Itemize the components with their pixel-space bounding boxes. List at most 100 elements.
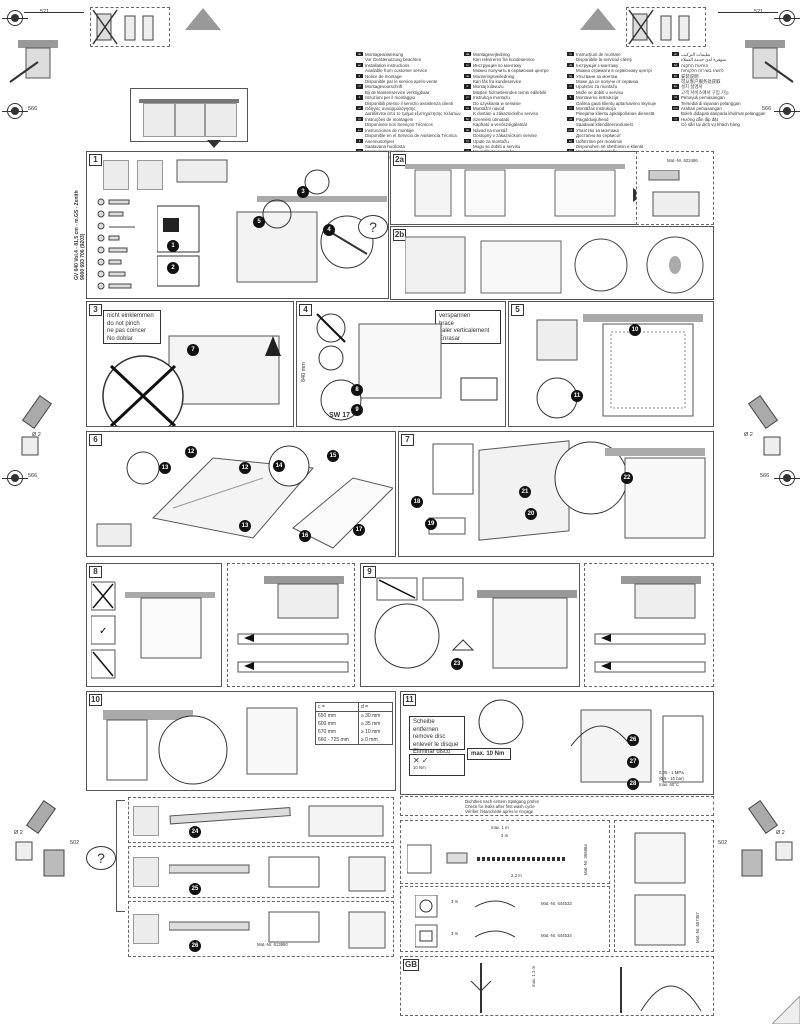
language-text: Do uzyskania w serwisie (473, 100, 521, 106)
gap-table: c = d = 650 mm≥ 30 mm 600 mm≥ 35 mm 670 … (315, 702, 393, 745)
language-entry: Kan rekvireres fra kundeservice (464, 57, 574, 62)
language-code: ru (464, 62, 471, 68)
language-text: להשיג בשירות הלקוחות (681, 68, 724, 74)
registration-mark (2, 10, 28, 26)
dim-label: 566 (28, 473, 38, 479)
language-text: Istruzioni per il montaggio (365, 95, 416, 101)
step-number: 1 (89, 154, 102, 166)
language-text: Uputstvo za montažu (576, 84, 618, 90)
side-view-drawing (246, 707, 298, 775)
step-number: 7 (401, 434, 414, 446)
variant-1: 24 (128, 797, 394, 843)
language-text: Návod na montáž (473, 127, 508, 133)
language-text: Kan fås fra kundeservice (473, 79, 522, 85)
registration-mark (2, 103, 28, 119)
language-code: hu (464, 116, 471, 122)
language-text: Disponible par le service après-vente (365, 79, 438, 85)
step-number: 3 (89, 304, 102, 316)
variant-2: 25 (128, 846, 394, 898)
language-code: vi (672, 116, 679, 122)
mat-nr-label: Mat.-Nr. 622486 (667, 158, 698, 163)
registration-mark (774, 470, 800, 486)
power-cord-panel: 3 m 3 m Mat.-Nr. 644533 Mat.-Nr. 644534 (400, 886, 610, 952)
page-curl-icon (772, 996, 800, 1024)
language-entry: متوفرة لدى خدمة العملاء (672, 57, 772, 62)
step-9-panel: 9 23 (360, 563, 580, 687)
registration-mark (2, 470, 28, 486)
diameter-label: Ø 2 (744, 432, 753, 438)
language-entry: Pieejama klientu apkalpošanas dienestā (567, 111, 677, 116)
cabinet-marking-icon (9, 40, 58, 83)
language-text: Udhëzime për montimin (576, 138, 623, 144)
side-panel-detail: Mat.-Nr. 657357 (614, 820, 714, 952)
language-entry: Можна отримати в сервісному центрі (567, 68, 677, 73)
language-text: Можна отримати в сервісному центрі (576, 68, 652, 74)
hose-length-panel: max. 1 m 3 m 2,2 m Mat.-Nr. 355884 (400, 820, 610, 884)
overview-image (130, 88, 248, 142)
socket-drawing (415, 895, 516, 948)
step-1-panel: 1 3 4 5 1 2 (86, 151, 389, 299)
height-label: 840 mm (301, 362, 307, 382)
language-text: Mogu se dobiti u servisu (473, 143, 521, 149)
language-text: Упътване за монтаж (576, 73, 618, 79)
language-text: Monteringsveiledning (473, 73, 515, 79)
side-panel-drawing (634, 832, 686, 946)
language-code: mk (567, 127, 574, 133)
detail-drawing (237, 576, 349, 673)
language-code: zh (672, 73, 679, 79)
diameter-label: Ø 2 (32, 432, 41, 438)
language-text: Διατίθενται από το τμήμα εξυπηρέτησης πε… (365, 111, 461, 117)
variant-drawing (169, 911, 386, 949)
language-entry: Bij de klantenservice verkrijgbaar (356, 90, 466, 95)
step-number: 10 (89, 694, 102, 706)
language-entry: Available from customer service (356, 68, 466, 73)
language-text: Pieejama klientu apkalpošanas dienestā (576, 111, 655, 117)
language-text: Montageanweisung (365, 52, 404, 57)
top-right-illustration (626, 7, 706, 47)
language-code: cs (464, 106, 471, 111)
diameter-label: Ø 2 (14, 830, 23, 836)
language-entry: Може да се получи от сервиза (567, 79, 677, 84)
cabinet-marking-icon (745, 40, 794, 83)
drill-icon (15, 800, 65, 877)
language-entry: Mogu se dobiti u servisu (464, 144, 574, 149)
dim-line (718, 12, 778, 13)
language-text: 可从客户服务处获取 (681, 79, 721, 85)
language-text: Dostupný v zákazníckom servise (473, 133, 537, 139)
up-arrow-icon (580, 8, 616, 30)
language-code: sq (567, 138, 574, 143)
language-code: en (356, 62, 363, 68)
variant-drawing (169, 805, 384, 837)
language-code: sk (464, 127, 471, 133)
side-code: GV 640 Vol.4 - 81,5 cm - m.GS - Zenith 9… (74, 190, 86, 280)
language-text: Có sẵn tại dịch vụ khách hàng (681, 122, 740, 128)
language-text: Kan rekvireres fra kundeservice (473, 57, 535, 63)
language-text: Instruções de montagem (365, 116, 414, 122)
step-number: 6 (89, 434, 102, 446)
leak-check-strip: Dichtheit nach erstem Spülgang prüfen Ch… (400, 796, 714, 816)
registration-mark (774, 103, 800, 119)
language-code: de (356, 52, 363, 57)
dim-line (24, 12, 84, 13)
language-entry: Disponible en el Servicio de Asistencia … (356, 133, 466, 138)
down-arrow-icon (207, 140, 221, 148)
language-entry: Saatavana huollosta (356, 144, 466, 149)
temp-label: max. 60°C (659, 782, 680, 787)
